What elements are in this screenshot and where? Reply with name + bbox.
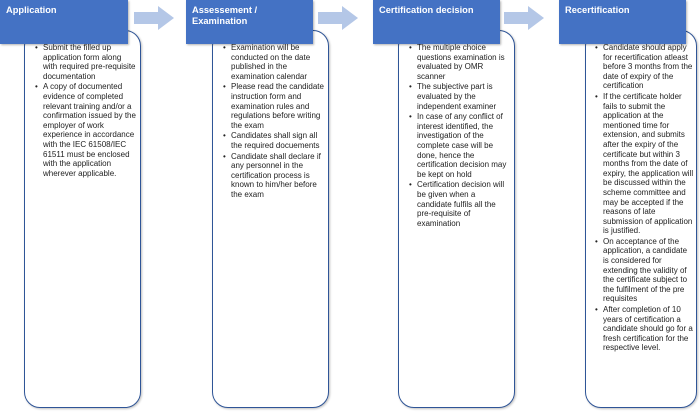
list-item: Please read the candidate instruction fo… (223, 82, 324, 130)
recertification-header: Recertification (559, 0, 686, 44)
list-item: In case of any conflict of interest iden… (409, 112, 510, 179)
arrow-right-icon (134, 6, 174, 30)
arrow-right-icon (318, 6, 358, 30)
application-box: Submit the filled up application form al… (24, 30, 141, 408)
list-item: Candidate should apply for recertificati… (595, 43, 694, 91)
stage-title: Application (6, 5, 57, 15)
list-item: Submit the filled up application form al… (35, 43, 136, 81)
stage-title: Recertification (565, 5, 630, 15)
list-item: After completion of 10 years of certific… (595, 305, 694, 353)
stage-title: Assessement / Examination (192, 5, 258, 26)
list-item: Candidate shall declare if any personnel… (223, 152, 324, 200)
list-item: Certification decision will be given whe… (409, 180, 510, 228)
list-item: Candidates shall sign all the required d… (223, 131, 324, 150)
stage-title: Certification decision (379, 5, 474, 15)
application-header: Application (0, 0, 128, 44)
list-item: The multiple choice questions examinatio… (409, 43, 510, 81)
certification-decision-box: The multiple choice questions examinatio… (398, 30, 515, 408)
examination-header: Assessement / Examination (186, 0, 313, 44)
list-item: If the certificate holder fails to submi… (595, 92, 694, 236)
examination-box: Examination will be conducted on the dat… (212, 30, 329, 408)
arrow-right-icon (504, 6, 544, 30)
list-item: On acceptance of the application, a cand… (595, 237, 694, 304)
list-item: Examination will be conducted on the dat… (223, 43, 324, 81)
list-item: A copy of documented evidence of complet… (35, 82, 136, 178)
certification-decision-header: Certification decision (373, 0, 500, 44)
list-item: The subjective part is evaluated by the … (409, 82, 510, 111)
recertification-box: Candidate should apply for recertificati… (585, 30, 697, 408)
